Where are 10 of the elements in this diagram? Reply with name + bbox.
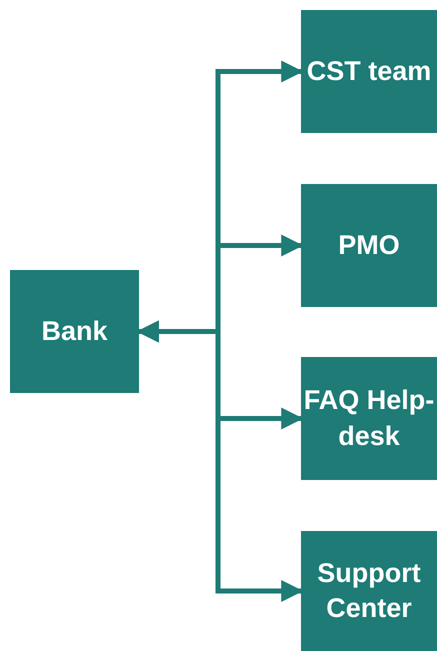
process-box: [301, 184, 437, 307]
box-label: FAQ Help-desk: [302, 384, 436, 452]
process-box: [10, 270, 139, 393]
process-box: [301, 531, 437, 651]
box-label: Support Center: [316, 556, 422, 625]
box-label: PMO: [338, 228, 400, 262]
box-label: Bank: [41, 314, 108, 348]
box-label: CST team: [306, 54, 432, 88]
process-box: [301, 10, 437, 133]
process-box: [301, 357, 437, 480]
